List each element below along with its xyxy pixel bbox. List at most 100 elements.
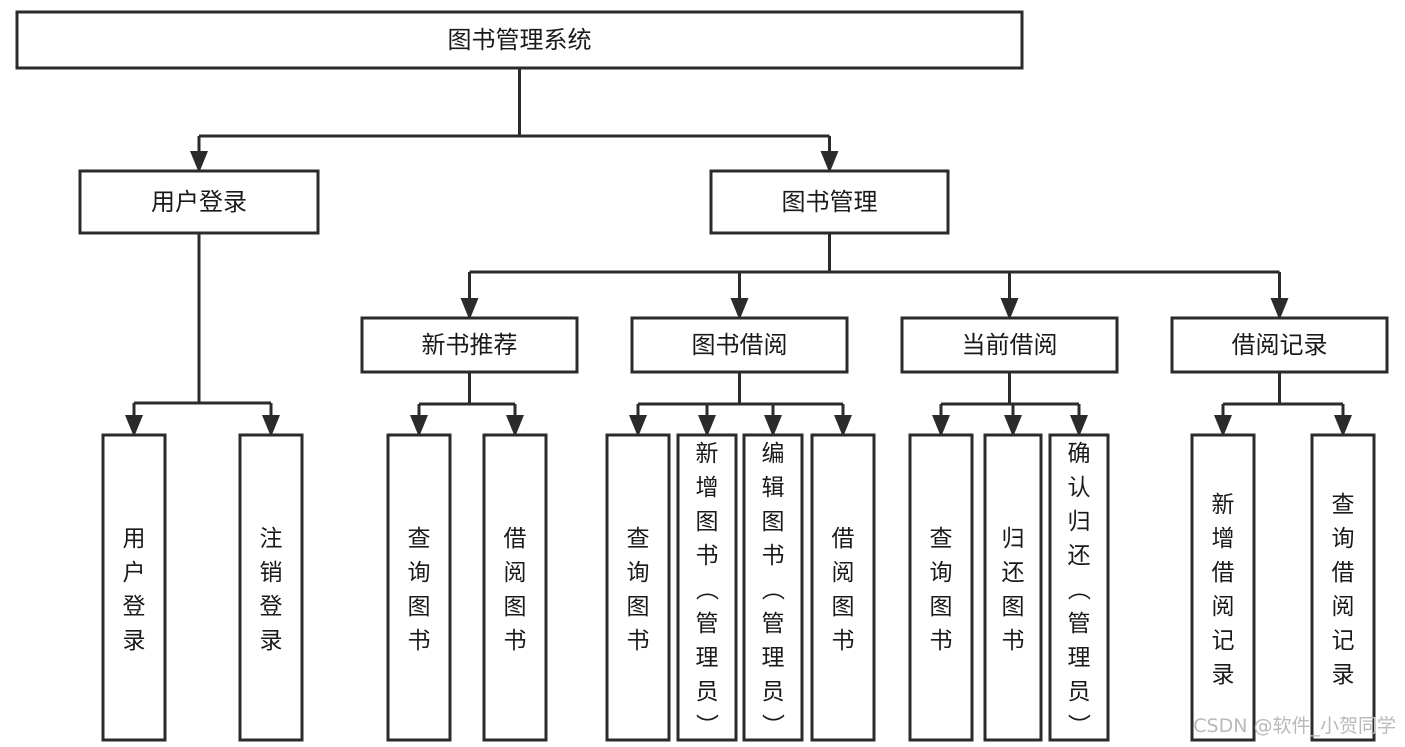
node-label-leaf-user-logout-char-0: 注 bbox=[260, 526, 283, 552]
arrow-head-userlogin-1 bbox=[262, 415, 280, 437]
node-box-leaf-user-logout[interactable] bbox=[238, 433, 304, 742]
node-label-leaf-edit-book-char-3: 书 bbox=[762, 543, 785, 569]
node-new-book-recommend[interactable]: 新书推荐 bbox=[360, 316, 579, 374]
node-label-leaf-query-book-2-char-0: 查 bbox=[627, 526, 650, 552]
node-box-leaf-query-borrow-record[interactable] bbox=[1310, 433, 1376, 742]
node-label-leaf-confirm-return-char-4: （ bbox=[1065, 578, 1091, 601]
node-label-leaf-edit-book-char-5: 管 bbox=[762, 611, 785, 637]
node-label-leaf-query-borrow-record-char-2: 借 bbox=[1332, 560, 1355, 586]
node-label-leaf-query-book-3-char-3: 书 bbox=[930, 628, 953, 654]
node-label-leaf-borrow-book-2-char-3: 书 bbox=[832, 628, 855, 654]
node-box-leaf-user-login[interactable] bbox=[101, 433, 167, 742]
node-label-leaf-add-borrow-record-char-3: 阅 bbox=[1212, 594, 1235, 620]
node-label-leaf-query-borrow-record-char-1: 询 bbox=[1332, 526, 1355, 552]
node-box-leaf-borrow-book-2[interactable] bbox=[810, 433, 876, 742]
node-box-leaf-query-book-1[interactable] bbox=[386, 433, 452, 742]
node-user-login[interactable]: 用户登录 bbox=[78, 169, 320, 235]
node-label-leaf-user-logout-char-2: 登 bbox=[260, 594, 283, 620]
node-label-leaf-add-book-char-2: 图 bbox=[696, 509, 719, 535]
node-label-leaf-confirm-return-char-2: 归 bbox=[1068, 509, 1091, 535]
node-label-leaf-user-logout-char-1: 销 bbox=[260, 560, 283, 586]
node-label-leaf-query-book-1-char-0: 查 bbox=[408, 526, 431, 552]
node-label-leaf-borrow-book-1-char-3: 书 bbox=[504, 628, 527, 654]
node-box-root[interactable] bbox=[15, 10, 1024, 70]
node-label-user-login: 用户登录 bbox=[151, 188, 247, 216]
csdn-watermark: CSDN @软件_小贺同学 bbox=[1193, 715, 1396, 737]
node-book-borrow[interactable]: 图书借阅 bbox=[630, 316, 849, 374]
node-label-leaf-confirm-return-char-5: 管 bbox=[1068, 611, 1091, 637]
arrow-head-book-borrow-0 bbox=[629, 415, 647, 437]
node-box-leaf-return-book[interactable] bbox=[983, 433, 1043, 742]
node-box-borrow-record[interactable] bbox=[1170, 316, 1389, 374]
node-label-leaf-add-book-char-6: 理 bbox=[696, 645, 719, 671]
node-box-leaf-query-book-2[interactable] bbox=[605, 433, 671, 742]
node-box-book-management[interactable] bbox=[709, 169, 950, 235]
node-label-leaf-query-book-1-char-3: 书 bbox=[408, 628, 431, 654]
node-label-leaf-query-book-1-char-1: 询 bbox=[408, 560, 431, 586]
node-label-leaf-add-book-char-1: 增 bbox=[696, 475, 719, 501]
arrow-head-book-borrow-2 bbox=[764, 415, 782, 437]
node-borrow-record[interactable]: 借阅记录 bbox=[1170, 316, 1389, 374]
node-label-leaf-confirm-return-char-6: 理 bbox=[1068, 645, 1091, 671]
arrow-head-root-0 bbox=[190, 151, 208, 173]
node-leaf-user-login[interactable]: 用户登录 bbox=[101, 433, 167, 742]
node-label-leaf-query-book-2-char-2: 图 bbox=[627, 594, 650, 620]
node-label-leaf-add-borrow-record-char-0: 新 bbox=[1212, 492, 1235, 518]
node-book-management[interactable]: 图书管理 bbox=[709, 169, 950, 235]
node-label-leaf-add-borrow-record-char-2: 借 bbox=[1212, 560, 1235, 586]
node-label-leaf-borrow-book-1-char-2: 图 bbox=[504, 594, 527, 620]
boxes-layer: 图书管理系统用户登录图书管理新书推荐图书借阅当前借阅借阅记录用户登录注销登录查询… bbox=[15, 10, 1389, 742]
node-box-leaf-confirm-return[interactable] bbox=[1048, 433, 1110, 742]
node-label-leaf-borrow-book-1-char-0: 借 bbox=[504, 526, 527, 552]
arrow-head-new-book-recommend-0 bbox=[410, 415, 428, 437]
node-box-current-borrow[interactable] bbox=[900, 316, 1119, 374]
node-label-leaf-confirm-return-char-7: 员 bbox=[1068, 679, 1091, 705]
node-box-leaf-borrow-book-1[interactable] bbox=[482, 433, 548, 742]
node-box-leaf-edit-book[interactable] bbox=[742, 433, 804, 742]
arrow-head-bookmgmt-3 bbox=[1270, 298, 1289, 320]
node-label-leaf-user-login-char-0: 用 bbox=[123, 526, 146, 552]
node-box-leaf-query-book-3[interactable] bbox=[908, 433, 974, 742]
node-label-leaf-edit-book-char-7: 员 bbox=[762, 679, 785, 705]
arrow-head-book-borrow-1 bbox=[698, 415, 716, 437]
node-label-leaf-user-logout-char-3: 录 bbox=[260, 628, 283, 654]
node-label-leaf-user-login-char-3: 录 bbox=[123, 628, 146, 654]
node-label-leaf-user-login-char-1: 户 bbox=[123, 560, 146, 586]
node-label-new-book-recommend: 新书推荐 bbox=[422, 331, 518, 359]
node-label-leaf-query-borrow-record-char-0: 查 bbox=[1332, 492, 1355, 518]
node-label-root: 图书管理系统 bbox=[448, 26, 592, 54]
node-label-leaf-add-book-char-3: 书 bbox=[696, 543, 719, 569]
node-label-leaf-query-book-2-char-3: 书 bbox=[627, 628, 650, 654]
arrow-head-new-book-recommend-1 bbox=[506, 415, 524, 437]
node-label-current-borrow: 当前借阅 bbox=[962, 331, 1058, 359]
node-box-new-book-recommend[interactable] bbox=[360, 316, 579, 374]
node-label-leaf-confirm-return-char-0: 确 bbox=[1068, 441, 1091, 467]
node-label-leaf-query-book-3-char-0: 查 bbox=[930, 526, 953, 552]
arrow-head-borrow-record-0 bbox=[1214, 415, 1232, 437]
node-current-borrow[interactable]: 当前借阅 bbox=[900, 316, 1119, 374]
node-box-user-login[interactable] bbox=[78, 169, 320, 235]
node-label-leaf-edit-book-char-6: 理 bbox=[762, 645, 785, 671]
node-box-leaf-add-book[interactable] bbox=[676, 433, 738, 742]
node-label-leaf-add-borrow-record-char-1: 增 bbox=[1212, 526, 1235, 552]
node-label-leaf-edit-book-char-8: ） bbox=[759, 714, 785, 737]
node-box-book-borrow[interactable] bbox=[630, 316, 849, 374]
node-root[interactable]: 图书管理系统 bbox=[15, 10, 1024, 70]
arrow-head-userlogin-0 bbox=[125, 415, 143, 437]
node-label-leaf-query-book-1-char-2: 图 bbox=[408, 594, 431, 620]
node-box-leaf-add-borrow-record[interactable] bbox=[1190, 433, 1256, 742]
